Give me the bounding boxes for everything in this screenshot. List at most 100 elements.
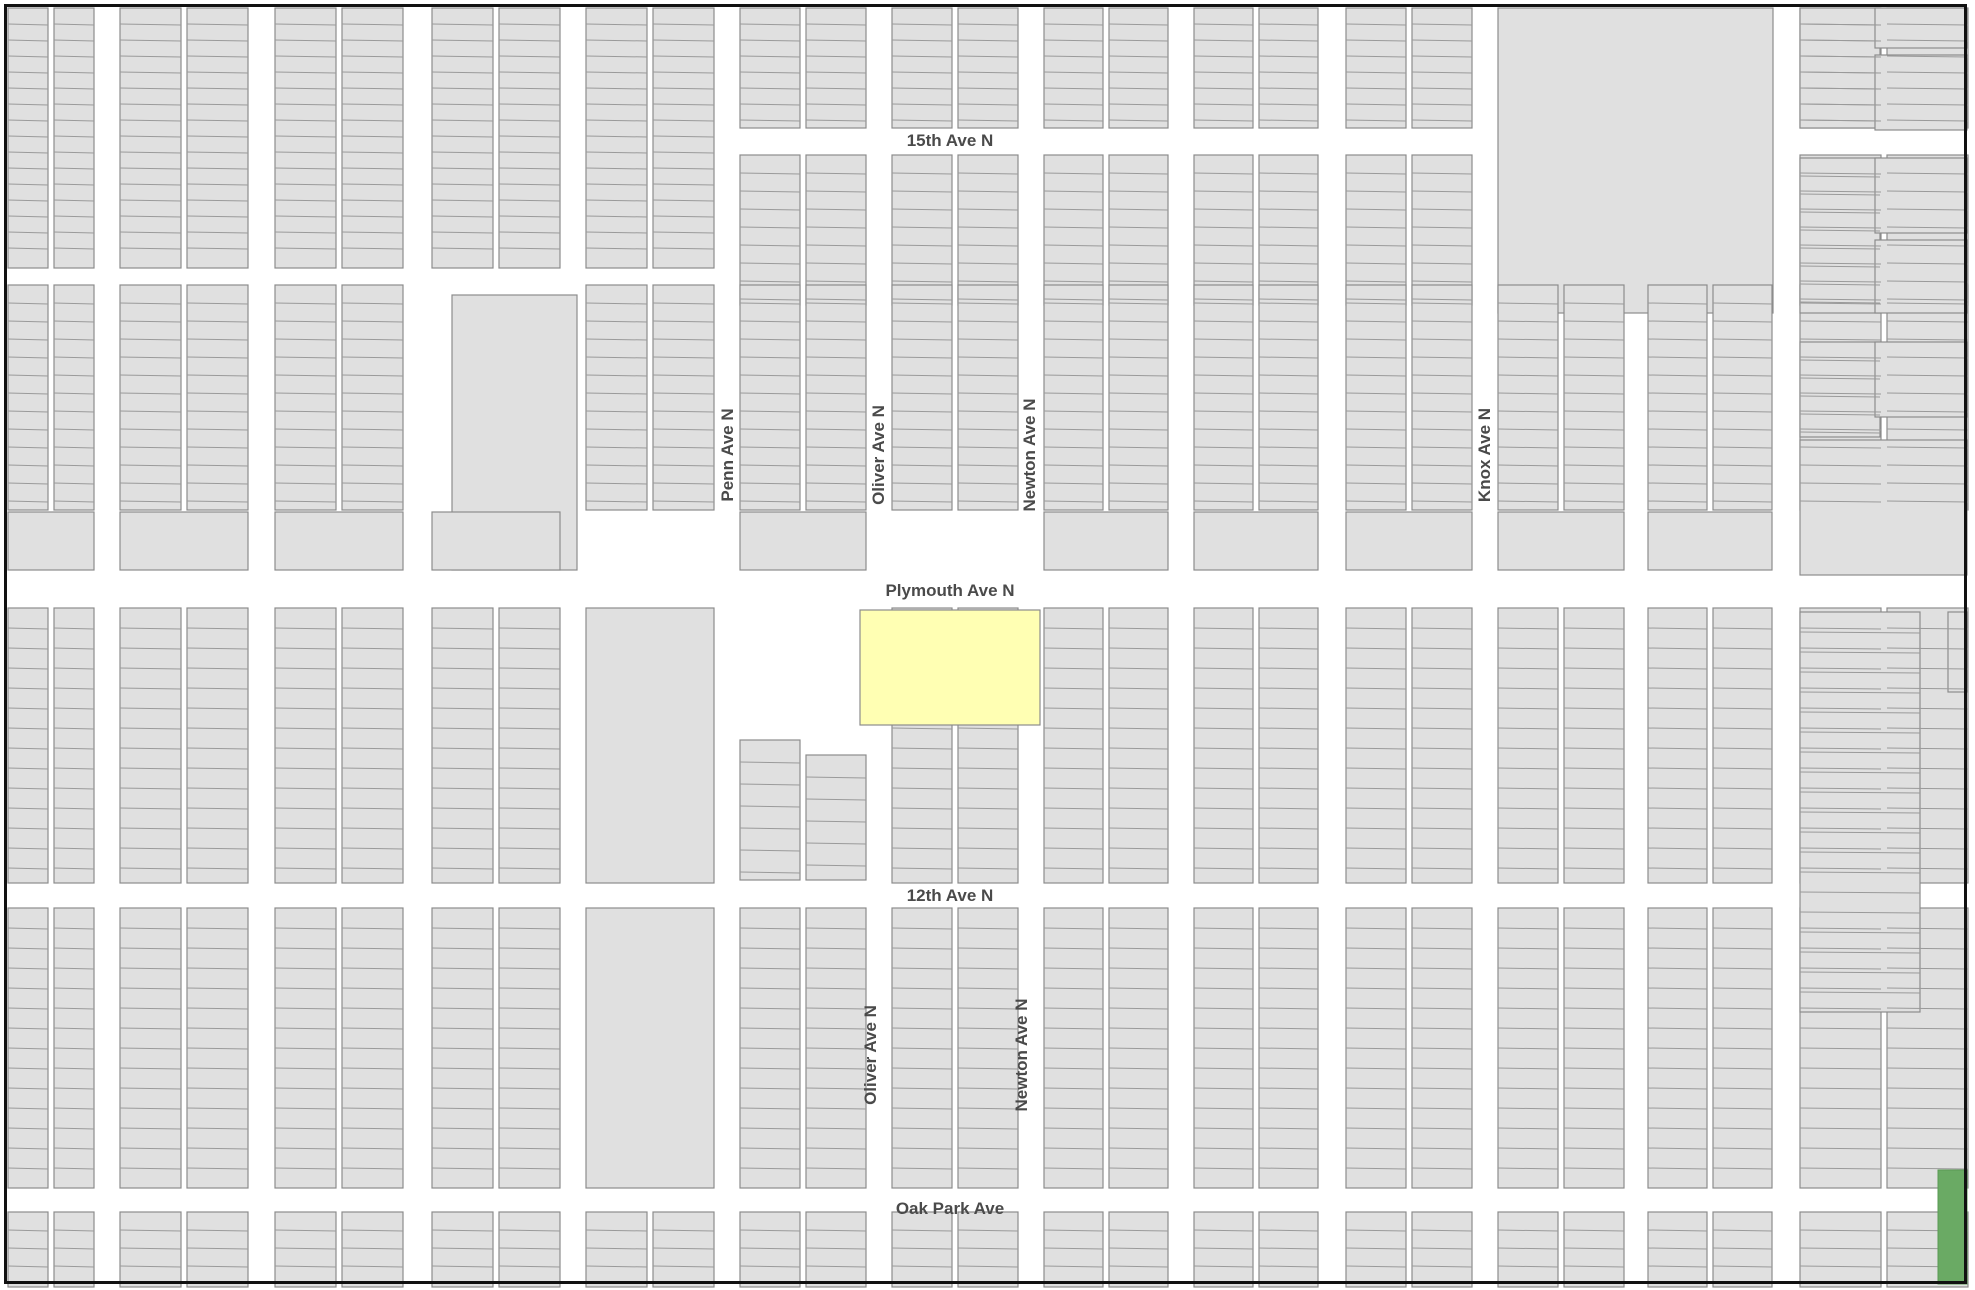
lot-line xyxy=(53,1127,95,1130)
lot-line xyxy=(1345,667,1407,670)
lot-line xyxy=(1345,1247,1407,1250)
lot-line xyxy=(1563,1007,1625,1010)
lot-line xyxy=(1411,787,1473,790)
parcel xyxy=(891,7,953,129)
lot-line xyxy=(1411,627,1473,630)
lot-line xyxy=(891,1087,953,1090)
lot-line xyxy=(1258,23,1319,26)
lot-line xyxy=(1258,190,1319,193)
lot-line xyxy=(1193,39,1254,42)
lot-line xyxy=(274,410,337,413)
lot-line xyxy=(1563,827,1625,830)
lot-line xyxy=(1108,262,1169,265)
lot-line xyxy=(1345,647,1407,650)
lot-line xyxy=(805,71,867,74)
parcel xyxy=(1497,607,1559,884)
lot-line xyxy=(957,807,1019,810)
lot-line xyxy=(498,119,561,122)
lot-line xyxy=(119,39,182,42)
lot-line xyxy=(1799,827,1882,830)
lot-line xyxy=(7,1067,49,1070)
lot-line xyxy=(891,767,953,770)
lot-line xyxy=(1497,827,1559,830)
lot-line xyxy=(891,1007,953,1010)
lot-line xyxy=(119,647,182,650)
lot-line xyxy=(1345,280,1407,283)
lot-line xyxy=(274,667,337,670)
lot-line xyxy=(1411,1027,1473,1030)
lot-line xyxy=(1258,747,1319,750)
lot-line xyxy=(1258,827,1319,830)
lot-line xyxy=(431,71,494,74)
lot-line xyxy=(805,1047,867,1050)
lot-line xyxy=(1799,446,1882,449)
lot-line xyxy=(7,647,49,650)
lot-line xyxy=(805,1027,867,1030)
lot-line xyxy=(1043,847,1104,850)
lot-line xyxy=(957,947,1019,950)
lot-line xyxy=(739,1229,801,1232)
lot-line xyxy=(1193,428,1254,431)
parcel xyxy=(1411,1211,1473,1288)
lot-line xyxy=(341,39,404,42)
lot-line xyxy=(53,727,95,730)
lot-line xyxy=(1497,356,1559,359)
lot-line xyxy=(119,1127,182,1130)
lot-line xyxy=(53,827,95,830)
lot-line xyxy=(274,827,337,830)
lot-line xyxy=(1799,374,1882,377)
lot-line xyxy=(1043,23,1104,26)
lot-line xyxy=(1799,951,1921,954)
lot-line xyxy=(341,247,404,250)
lot-line xyxy=(957,727,1019,730)
lot-line xyxy=(585,464,648,467)
lot-line xyxy=(1345,787,1407,790)
lot-line xyxy=(1712,967,1773,970)
parcel xyxy=(274,607,337,884)
lot-line xyxy=(186,356,249,359)
lot-line xyxy=(431,627,494,630)
lot-line xyxy=(274,356,337,359)
lot-line xyxy=(1647,927,1708,930)
lot-line xyxy=(1193,1229,1254,1232)
lot-line xyxy=(1108,280,1169,283)
lot-line xyxy=(891,967,953,970)
lot-line xyxy=(119,927,182,930)
lot-line xyxy=(957,464,1019,467)
lot-line xyxy=(1886,1067,1969,1070)
lot-line xyxy=(1043,1087,1104,1090)
lot-line xyxy=(1193,1247,1254,1250)
lot-line xyxy=(1886,190,1969,193)
lot-line xyxy=(957,1067,1019,1070)
parcel xyxy=(119,7,182,269)
lot-line xyxy=(274,767,337,770)
parcel xyxy=(957,154,1019,306)
lot-line xyxy=(1799,301,1881,304)
lot-line xyxy=(1563,1247,1625,1250)
lot-line xyxy=(805,190,867,193)
lot-line xyxy=(341,1007,404,1010)
lot-line xyxy=(739,119,801,122)
lot-line xyxy=(957,356,1019,359)
highlighted-parcel[interactable] xyxy=(859,609,1041,726)
lot-line xyxy=(498,1007,561,1010)
lot-line xyxy=(341,967,404,970)
lot-line xyxy=(1886,967,1969,970)
lot-line xyxy=(53,23,95,26)
lot-line xyxy=(1345,103,1407,106)
lot-line xyxy=(1411,807,1473,810)
parcel xyxy=(1345,284,1407,511)
lot-line xyxy=(341,1067,404,1070)
lot-line xyxy=(53,1067,95,1070)
lot-line xyxy=(1563,1167,1625,1170)
lot-line xyxy=(1411,1007,1473,1010)
parcel xyxy=(7,284,49,511)
lot-line xyxy=(1411,226,1473,229)
lot-line xyxy=(891,23,953,26)
lot-line xyxy=(1799,1027,1882,1030)
lot-line xyxy=(498,1127,561,1130)
lot-line xyxy=(1712,767,1773,770)
lot-line xyxy=(7,1167,49,1170)
lot-line xyxy=(341,392,404,395)
lot-line xyxy=(1799,413,1881,416)
